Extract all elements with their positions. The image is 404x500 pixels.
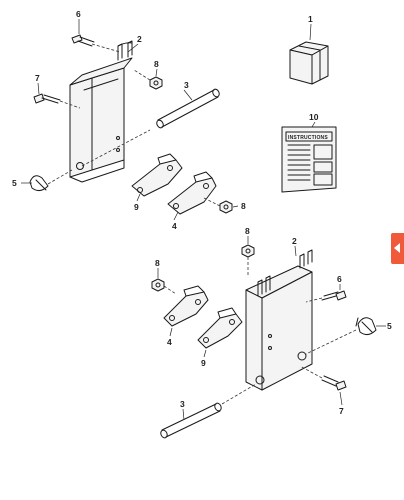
top-plate-9	[131, 153, 183, 197]
top-bolt-6	[71, 34, 121, 53]
top-pin-path	[81, 129, 151, 167]
bottom-bolt-6	[305, 290, 347, 303]
callout-top-bracket-2: 2	[137, 34, 142, 44]
top-clip-5	[29, 169, 73, 192]
leader-lines	[21, 19, 386, 421]
bottom-pin-3	[160, 383, 257, 439]
bottom-clip-5	[305, 317, 377, 355]
callout-top-nut-8b: 8	[241, 201, 246, 211]
callout-top-clip-5: 5	[12, 178, 17, 188]
top-nut-8a	[133, 69, 163, 90]
callout-top-bolt-6: 6	[76, 9, 81, 19]
callout-kit-1: 1	[308, 14, 313, 24]
top-plate-4	[167, 171, 217, 215]
callout-bottom-plate-9: 9	[201, 358, 206, 368]
callout-bottom-nut-8: 8	[245, 226, 250, 236]
bottom-plate-4	[163, 285, 209, 327]
bottom-bolt-7	[299, 365, 347, 391]
callout-top-plate-9: 9	[134, 202, 139, 212]
bottom-assembly	[151, 244, 377, 439]
callout-bottom-nut-8b: 8	[155, 258, 160, 268]
callout-bottom-clip-5: 5	[387, 321, 392, 331]
callout-top-pin-3: 3	[184, 80, 189, 90]
callout-top-bolt-7: 7	[35, 73, 40, 83]
top-bolt-7	[33, 93, 81, 109]
bottom-nut-8a	[241, 244, 255, 276]
bottom-nut-8b	[151, 278, 177, 295]
bottom-plate-9	[197, 307, 243, 349]
kit-box	[289, 41, 329, 85]
callout-bottom-plate-4: 4	[167, 337, 172, 347]
callout-bottom-pin-3: 3	[180, 399, 185, 409]
top-bracket	[69, 40, 133, 183]
callout-labels: 6 2 8 7 3 5 9 4 8 1 10 8 2 6 5 8 4 9 3 7	[12, 9, 392, 416]
callout-bottom-bracket-2: 2	[292, 236, 297, 246]
side-panel-tab[interactable]	[391, 233, 404, 264]
instructions-sheet: INSTRUCTIONS	[281, 126, 337, 193]
instructions-title: INSTRUCTIONS	[288, 135, 328, 141]
callout-top-nut-8: 8	[154, 59, 159, 69]
callout-bottom-bolt-6: 6	[337, 274, 342, 284]
callout-top-plate-4: 4	[172, 221, 177, 231]
top-pin-3	[156, 88, 220, 129]
callout-instructions-10: 10	[309, 112, 319, 122]
callout-bottom-bolt-7: 7	[339, 406, 344, 416]
top-nut-8b	[203, 197, 233, 214]
bottom-bracket	[245, 249, 313, 391]
top-assembly	[29, 34, 233, 215]
caret-left-icon	[394, 243, 400, 253]
